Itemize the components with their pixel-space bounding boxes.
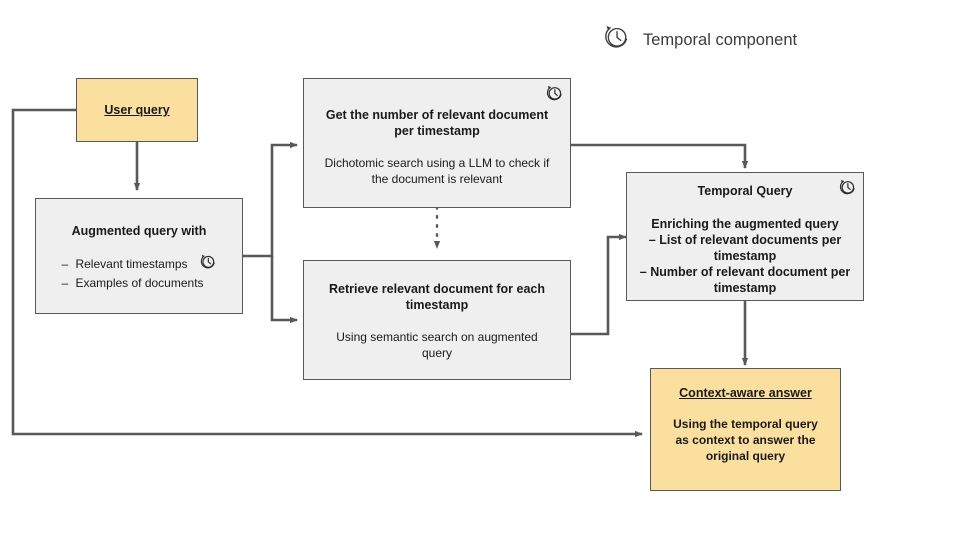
bullet-label: List of relevant documents per timestamp xyxy=(659,233,842,263)
node-context-aware-answer[interactable]: Context-aware answer Using the temporal … xyxy=(650,368,841,491)
node-temporal-query[interactable]: Temporal Query Enriching the augmented q… xyxy=(626,172,864,301)
node-temporal-query-body-heading: Enriching the augmented query xyxy=(651,217,839,231)
node-temporal-query-bullets: – List of relevant documents per timesta… xyxy=(639,232,851,296)
node-context-aware-answer-title: Context-aware answer xyxy=(679,386,812,400)
node-user-query-title: User query xyxy=(104,103,170,117)
legend-temporal-component: Temporal component xyxy=(602,23,797,57)
node-count-relevant-documents-subtitle: Dichotomic search using a LLM to check i… xyxy=(324,156,550,186)
bullet-label: Relevant timestamps xyxy=(75,257,188,271)
bullet-dash: – xyxy=(639,265,647,279)
temporal-clock-icon xyxy=(545,84,564,108)
edge-count-docs-to-temporal-query xyxy=(571,143,749,170)
node-retrieve-relevant-documents[interactable]: Retrieve relevant document for each time… xyxy=(303,260,571,380)
node-context-aware-answer-subtitle: Using the temporal query as context to a… xyxy=(673,417,818,463)
node-augmented-query[interactable]: Augmented query with – Relevant timestam… xyxy=(35,198,243,314)
bullet-dash: – xyxy=(61,276,69,291)
node-augmented-query-bullets: – Relevant timestamps – Examples of docu… xyxy=(61,253,216,291)
temporal-clock-icon xyxy=(602,23,631,57)
bullet-item: – Number of relevant document per timest… xyxy=(639,264,851,296)
bullet-label: Examples of documents xyxy=(75,276,204,291)
edge-retrieve-docs-to-temporal-query xyxy=(571,233,628,336)
bullet-label: Number of relevant document per timestam… xyxy=(650,265,851,295)
node-count-relevant-documents[interactable]: Get the number of relevant document per … xyxy=(303,78,571,208)
edge-augmented-to-retrieve-docs xyxy=(270,256,299,324)
node-retrieve-relevant-documents-subtitle: Using semantic search on augmented query xyxy=(336,330,538,360)
bullet-dash: – xyxy=(61,257,69,271)
node-count-relevant-documents-title: Get the number of relevant document per … xyxy=(325,108,549,138)
bullet-item: – Examples of documents xyxy=(61,275,216,291)
node-retrieve-relevant-documents-title: Retrieve relevant document for each time… xyxy=(328,282,546,312)
bullet-dash: – xyxy=(648,233,656,247)
edge-augmented-to-count-docs xyxy=(243,141,299,258)
legend-label: Temporal component xyxy=(643,30,798,49)
node-temporal-query-title: Temporal Query xyxy=(697,184,793,198)
node-augmented-query-title: Augmented query with xyxy=(71,224,207,238)
bullet-item: – Relevant timestamps xyxy=(61,253,216,275)
temporal-clock-icon xyxy=(199,253,217,275)
temporal-clock-icon xyxy=(838,178,857,202)
node-user-query[interactable]: User query xyxy=(76,78,198,142)
bullet-item: – List of relevant documents per timesta… xyxy=(639,232,851,264)
